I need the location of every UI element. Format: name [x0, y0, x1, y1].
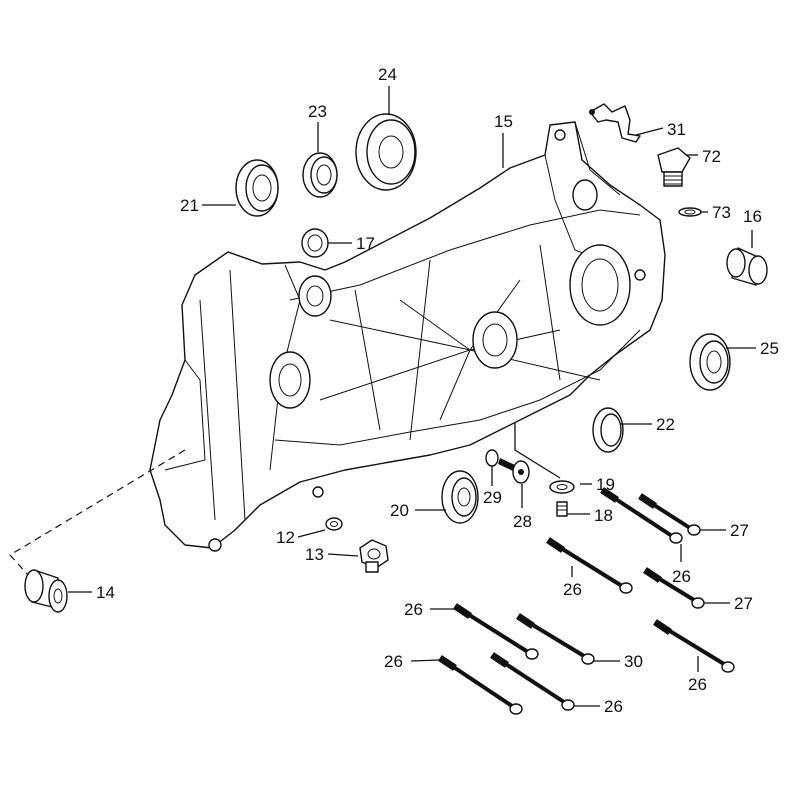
bearing-23 — [302, 152, 338, 198]
seal-25 — [689, 333, 731, 391]
bolt-26-upper-left — [453, 603, 539, 660]
label-22: 22 — [656, 415, 675, 434]
washer-73 — [678, 207, 702, 217]
screw-28 — [498, 458, 530, 484]
bolt-27-upper — [638, 493, 701, 536]
label-26-lower-left: 26 — [384, 652, 403, 671]
label-73: 73 — [712, 203, 731, 222]
crankcase-half — [149, 121, 666, 552]
bolt-18 — [556, 501, 568, 517]
bushing-17 — [301, 228, 329, 258]
label-15: 15 — [494, 112, 513, 131]
dashed-leader-14 — [9, 449, 186, 576]
leader-lines — [68, 86, 756, 707]
seal-22 — [592, 407, 624, 453]
label-16: 16 — [743, 207, 762, 226]
label-26-mid: 26 — [563, 580, 582, 599]
label-72: 72 — [702, 147, 721, 166]
label-20: 20 — [390, 501, 409, 520]
bolt-27-lower — [643, 567, 705, 609]
label-24: 24 — [378, 65, 397, 84]
label-29: 29 — [483, 488, 502, 507]
label-26-upper-left: 26 — [404, 600, 423, 619]
bolt-30 — [516, 613, 595, 665]
part-labels: 24 23 21 17 15 31 72 73 16 25 22 19 18 2… — [96, 65, 779, 716]
bolt-26-mid — [546, 537, 633, 594]
label-27-lower: 27 — [734, 594, 753, 613]
label-25: 25 — [760, 339, 779, 358]
washer-19 — [549, 480, 575, 494]
label-26-diag: 26 — [672, 567, 691, 586]
bolt-13 — [359, 539, 389, 573]
plug-72 — [657, 147, 691, 187]
label-12: 12 — [276, 528, 295, 547]
label-26-lower-mid: 26 — [604, 697, 623, 716]
label-14: 14 — [96, 583, 115, 602]
sensor-31 — [589, 103, 641, 143]
washer-12 — [325, 517, 343, 531]
label-27-upper: 27 — [730, 521, 749, 540]
label-18: 18 — [594, 506, 613, 525]
bushing-14 — [24, 569, 68, 613]
label-19: 19 — [596, 475, 615, 494]
bushing-16 — [726, 247, 768, 286]
label-26-right: 26 — [688, 675, 707, 694]
label-28: 28 — [513, 512, 532, 531]
bolt-26-right — [653, 619, 735, 673]
bolt-26-lower-mid — [490, 652, 575, 711]
label-13: 13 — [305, 545, 324, 564]
seal-20 — [441, 470, 479, 524]
bolt-26-diag — [600, 487, 683, 544]
label-31: 31 — [667, 120, 686, 139]
label-23: 23 — [308, 102, 327, 121]
oring-29 — [485, 449, 499, 467]
bolts-group — [438, 487, 735, 715]
bearing-24 — [355, 113, 417, 191]
label-21: 21 — [180, 196, 199, 215]
label-30: 30 — [624, 652, 643, 671]
bolt-26-lower-left — [438, 655, 523, 715]
bearing-21 — [235, 159, 279, 217]
label-17: 17 — [356, 234, 375, 253]
